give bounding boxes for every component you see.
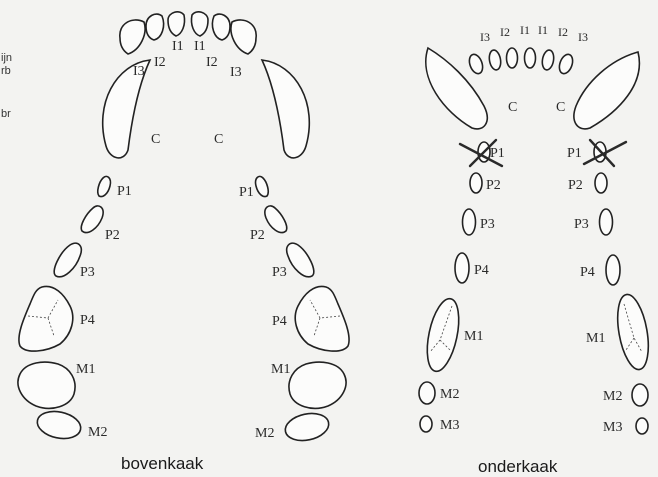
upper-incisors — [120, 12, 256, 54]
upper-label-i3-left: I3 — [133, 64, 145, 79]
upper-label-m2-left: M2 — [88, 425, 107, 440]
lower-tooth-p2-left — [470, 173, 482, 193]
lower-label-m2-right: M2 — [603, 389, 622, 404]
upper-tooth-i1-left — [168, 12, 185, 36]
lower-label-m1-right: M1 — [586, 331, 605, 346]
margin-fragment-1: ijn — [1, 52, 12, 64]
upper-tooth-p3-left — [54, 243, 81, 277]
upper-jaw: I1 I1 I2 I2 I3 I3 C C P1 P1 P2 P2 P3 P3 … — [18, 12, 349, 473]
upper-tooth-i1-right — [191, 12, 208, 36]
lower-label-p2-left: P2 — [486, 178, 501, 193]
lower-tooth-i3-right — [557, 53, 575, 76]
lower-jaw-caption: onderkaak — [478, 457, 558, 476]
margin-fragment-2: rb — [1, 65, 11, 77]
lower-label-m2-left: M2 — [440, 387, 459, 402]
upper-label-i1-right: I1 — [194, 39, 206, 54]
lower-tooth-c-right — [574, 52, 639, 129]
upper-tooth-p4-left — [19, 286, 73, 351]
upper-label-i2-right: I2 — [206, 55, 218, 70]
upper-label-i1-left: I1 — [172, 39, 184, 54]
lower-tooth-m2-right — [632, 384, 648, 406]
lower-tooth-m1-left — [422, 296, 465, 374]
upper-label-p1-left: P1 — [117, 184, 132, 199]
lower-tooth-p2-right — [595, 173, 607, 193]
lower-label-p3-right: P3 — [574, 217, 589, 232]
lower-tooth-p3-left — [463, 209, 476, 235]
lower-incisors — [467, 48, 575, 75]
upper-label-m1-left: M1 — [76, 362, 95, 377]
lower-label-c-right: C — [556, 100, 565, 115]
upper-label-m1-right: M1 — [271, 362, 290, 377]
lower-label-c-left: C — [508, 100, 517, 115]
upper-tooth-m1-right — [289, 362, 346, 408]
upper-tooth-c-right — [262, 60, 309, 158]
upper-tooth-p2-left — [81, 206, 103, 233]
upper-jaw-caption: bovenkaak — [121, 454, 204, 473]
lower-label-p3-left: P3 — [480, 217, 495, 232]
upper-label-p4-left: P4 — [80, 313, 95, 328]
upper-tooth-p3-right — [287, 243, 314, 277]
lower-label-m3-right: M3 — [603, 420, 622, 435]
lower-label-i2-left: I2 — [500, 25, 510, 39]
margin-text-fragments: ijn rb br — [1, 52, 12, 120]
upper-tooth-p1-right — [256, 176, 269, 196]
upper-tooth-p1-left — [98, 176, 111, 196]
lower-tooth-p4-right — [606, 255, 620, 285]
lower-label-p4-right: P4 — [580, 265, 595, 280]
upper-label-c-left: C — [151, 132, 160, 147]
lower-label-p1-right: P1 — [567, 146, 582, 161]
upper-label-c-right: C — [214, 132, 223, 147]
lower-tooth-m3-left — [420, 416, 432, 432]
lower-label-p1-left: P1 — [490, 146, 505, 161]
lower-tooth-i2-left — [488, 49, 502, 71]
upper-label-p1-right: P1 — [239, 185, 254, 200]
lower-label-i1-right: I1 — [538, 23, 548, 37]
upper-label-p2-right: P2 — [250, 228, 265, 243]
upper-label-p2-left: P2 — [105, 228, 120, 243]
lower-tooth-m3-right — [636, 418, 648, 434]
lower-label-m1-left: M1 — [464, 329, 483, 344]
lower-jaw: I3 I2 I1 I1 I2 I3 C C P1 P1 P2 P2 P3 P3 … — [419, 23, 653, 476]
upper-label-p3-left: P3 — [80, 265, 95, 280]
upper-tooth-i3-right — [231, 20, 256, 54]
lower-tooth-i1-left — [507, 48, 518, 68]
upper-tooth-p2-right — [265, 206, 287, 233]
lower-label-m3-left: M3 — [440, 418, 459, 433]
upper-tooth-p4-right — [295, 286, 349, 351]
lower-tooth-i3-left — [467, 53, 485, 76]
lower-label-i2-right: I2 — [558, 25, 568, 39]
upper-tooth-m1-left — [18, 362, 75, 408]
lower-tooth-i2-right — [541, 49, 555, 71]
upper-tooth-m2-left — [35, 408, 83, 443]
lower-tooth-i1-right — [525, 48, 536, 68]
upper-tooth-i3-left — [120, 20, 145, 54]
lower-label-p4-left: P4 — [474, 263, 489, 278]
lower-tooth-p3-right — [600, 209, 613, 235]
lower-label-p2-right: P2 — [568, 178, 583, 193]
upper-label-i2-left: I2 — [154, 55, 166, 70]
lower-tooth-p1-right-group — [584, 140, 626, 166]
lower-tooth-m2-left — [419, 382, 435, 404]
lower-tooth-m1-right — [613, 292, 654, 372]
lower-tooth-p4-left — [455, 253, 469, 283]
lower-label-i1-left: I1 — [520, 23, 530, 37]
upper-label-p3-right: P3 — [272, 265, 287, 280]
upper-tooth-i2-left — [146, 14, 164, 40]
upper-label-m2-right: M2 — [255, 426, 274, 441]
upper-label-p4-right: P4 — [272, 314, 287, 329]
upper-tooth-i2-right — [212, 14, 230, 40]
upper-tooth-m2-right — [283, 410, 331, 445]
upper-label-i3-right: I3 — [230, 65, 242, 80]
lower-label-i3-right: I3 — [578, 30, 588, 44]
margin-fragment-3: br — [1, 108, 11, 120]
lower-label-i3-left: I3 — [480, 30, 490, 44]
